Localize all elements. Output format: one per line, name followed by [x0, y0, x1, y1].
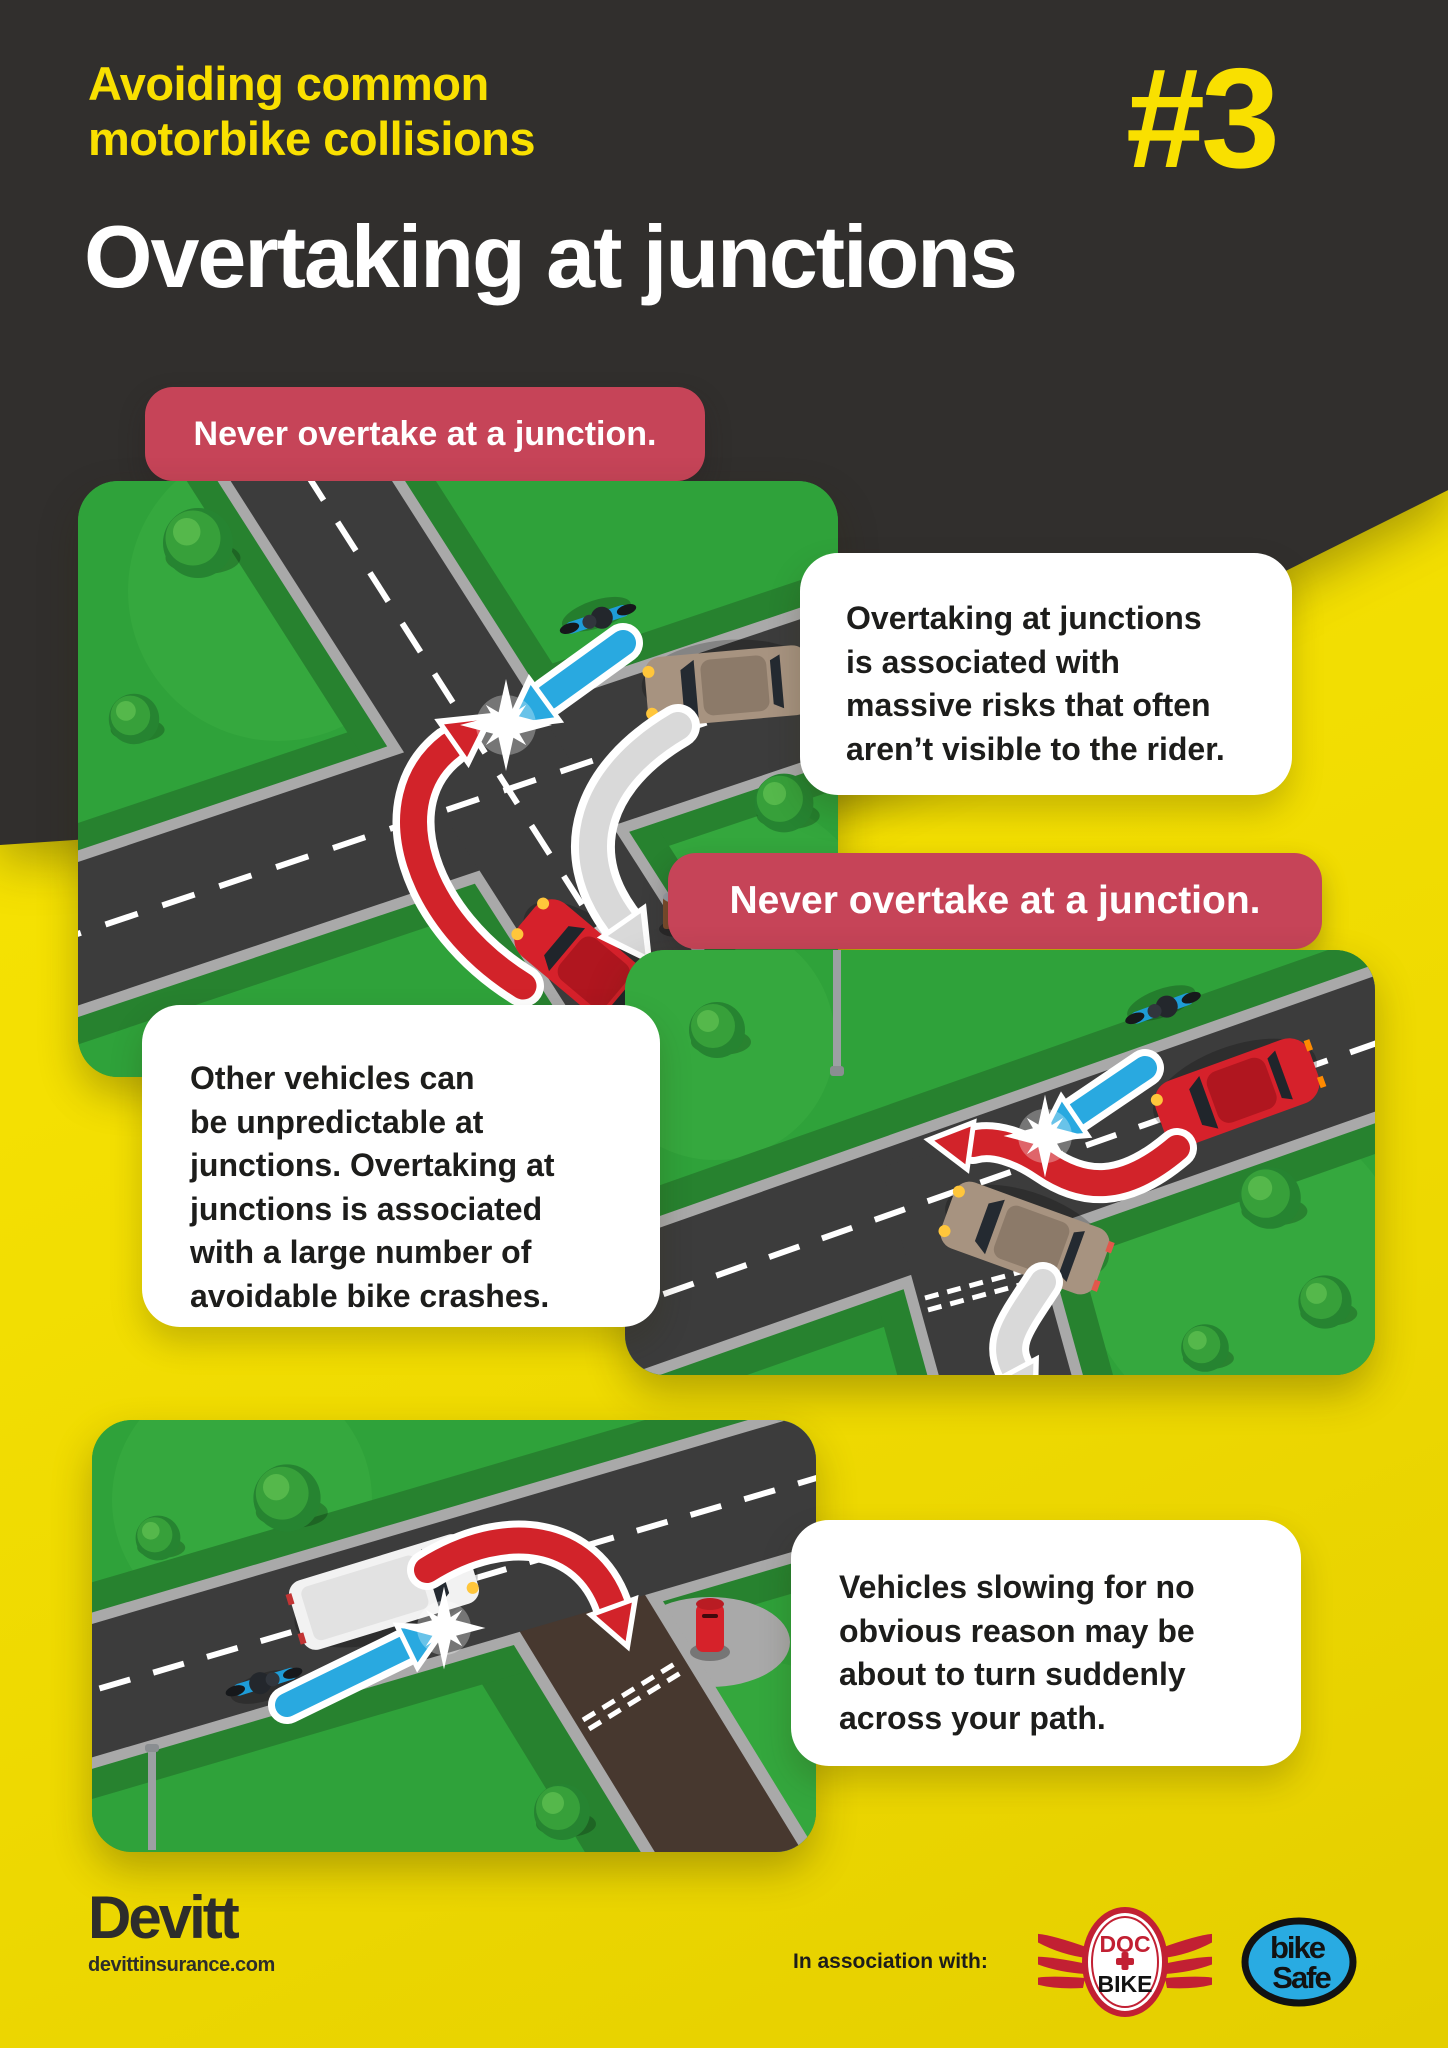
red-arrow	[407, 1520, 639, 1652]
grey-arrow	[989, 1262, 1063, 1375]
tree	[1298, 1275, 1358, 1329]
junction-scene-3	[92, 1420, 816, 1852]
info-bubble-3: Vehicles slowing for no obvious reason m…	[791, 1520, 1301, 1766]
docbike-text-bottom: BIKE	[1098, 1971, 1153, 1997]
red-arrow	[923, 1118, 1197, 1204]
side-road	[508, 1547, 803, 1852]
docbike-cross-icon	[1116, 1952, 1134, 1970]
warning-badge-2-label: Never overtake at a junction.	[729, 879, 1261, 922]
warning-badge-2: Never overtake at a junction.	[668, 853, 1322, 949]
bikesafe-text-top: bike	[1270, 1930, 1326, 1965]
docbike-wings	[1038, 1933, 1212, 1989]
warning-badge-1: Never overtake at a junction.	[145, 387, 705, 481]
page-title: Overtaking at junctions	[84, 207, 1018, 306]
docbike-logo: DOC BIKE	[1038, 1906, 1212, 2018]
motorbike	[559, 596, 637, 634]
docbike-logo-icon: DOC BIKE	[1038, 1907, 1212, 2017]
brand-logo-devitt: Devitt	[88, 1884, 240, 1951]
series-kicker: Avoiding common motorbike collisions	[88, 57, 536, 166]
info-bubble-2: Other vehicles can be unpredictable at j…	[142, 1005, 660, 1327]
warning-badge-1-label: Never overtake at a junction.	[193, 414, 657, 453]
junction-illustration-3	[92, 1420, 816, 1852]
red-arrow	[392, 712, 544, 1007]
tree	[253, 1464, 328, 1532]
brand-block: Devitt devittinsurance.com	[88, 1888, 275, 1977]
tree	[135, 1515, 186, 1561]
lane-markings	[625, 1040, 1375, 1311]
tree	[1181, 1324, 1234, 1372]
tree	[1239, 1167, 1308, 1229]
tree	[108, 693, 165, 745]
junction-illustration-2	[625, 950, 1375, 1375]
motorbike	[1125, 985, 1201, 1025]
info-bubble-1: Overtaking at junctions is associated wi…	[800, 553, 1292, 795]
lane-markings	[78, 481, 838, 1077]
bikesafe-logo-icon: bike Safe	[1241, 1917, 1357, 2007]
bikesafe-logo: bike Safe	[1238, 1914, 1360, 2010]
street-lamp	[830, 950, 844, 1076]
bikesafe-text-bottom: Safe	[1272, 1960, 1331, 1995]
brand-url: devittinsurance.com	[88, 1954, 275, 1976]
collision-star-icon	[1003, 1094, 1087, 1178]
tree	[163, 508, 241, 578]
tree	[534, 1784, 596, 1840]
grey-arrow	[571, 704, 700, 965]
issue-number: #3	[1126, 39, 1280, 198]
association-label: In association with:	[793, 1950, 988, 1973]
tree	[754, 773, 820, 833]
suv-car	[938, 1181, 1115, 1295]
postbox-icon	[690, 1598, 730, 1661]
motorbike	[225, 1667, 303, 1704]
junction-scene-2	[625, 950, 1375, 1375]
street-lamp	[145, 1744, 159, 1850]
hedge	[457, 1614, 651, 1852]
collision-star-icon	[402, 1586, 486, 1670]
give-way-lines	[581, 1657, 689, 1732]
collision-star-icon	[460, 679, 552, 771]
tree	[689, 1002, 751, 1058]
